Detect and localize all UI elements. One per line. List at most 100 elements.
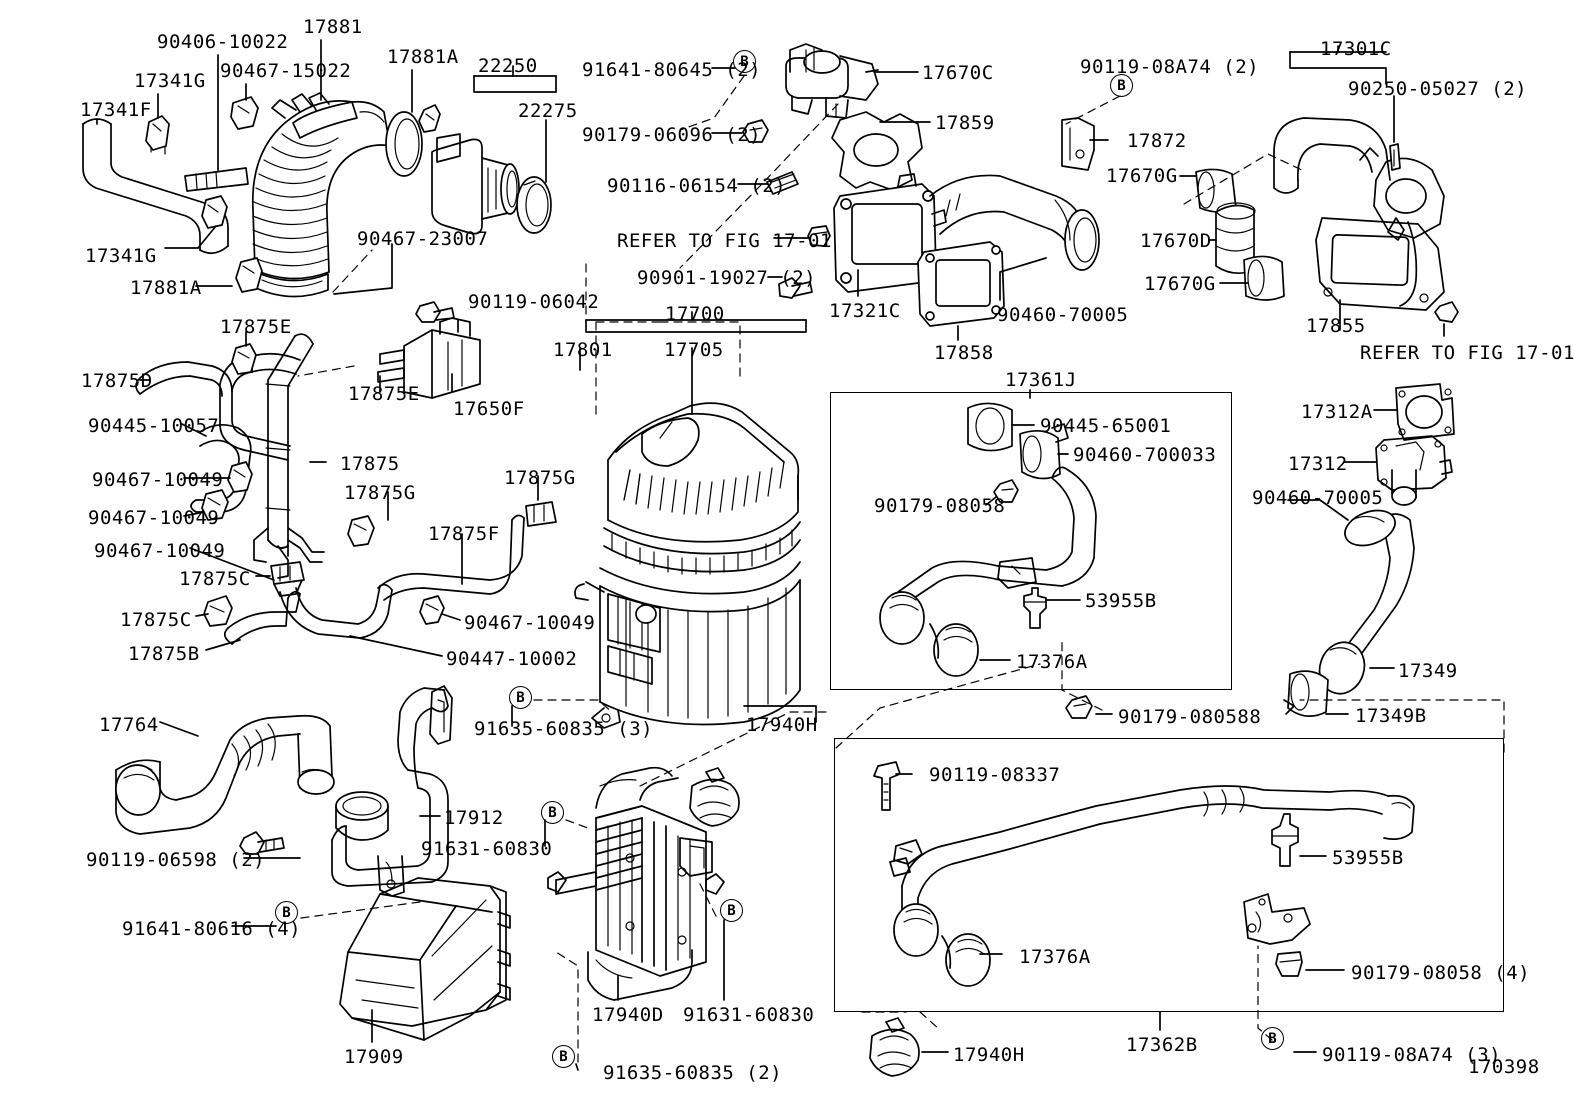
callout-90467-10049-2: 90467-10049: [88, 507, 220, 529]
callout-17881: 17881: [303, 16, 363, 38]
callout-17940H-upper: 17940H: [746, 714, 818, 736]
figure-number: 170398: [1468, 1056, 1540, 1078]
callout-17362B: 17362B: [1126, 1034, 1198, 1056]
badge-letter: B: [516, 689, 525, 706]
callout-17859: 17859: [935, 112, 995, 134]
callout-90250-05027: 90250-05027 (2): [1348, 78, 1528, 100]
callout-17872: 17872: [1127, 130, 1187, 152]
callout-90179-080588: 90179-080588: [1118, 706, 1262, 728]
callout-17875D: 17875D: [81, 370, 153, 392]
callout-22250: 22250: [478, 55, 538, 77]
callout-90119-08A74-2: 90119-08A74 (2): [1080, 56, 1260, 78]
badge-b: B: [541, 801, 564, 824]
badge-letter: B: [1268, 1030, 1277, 1047]
callout-90460-700033: 90460-700033: [1073, 444, 1217, 466]
callout-17312A: 17312A: [1301, 401, 1373, 423]
callout-90467-23007: 90467-23007: [357, 228, 489, 250]
badge-letter: B: [740, 53, 749, 70]
callout-17875F: 17875F: [428, 523, 500, 545]
callout-91635-60835-2: 91635-60835 (2): [603, 1062, 783, 1084]
callout-17341G-bot: 17341G: [85, 245, 157, 267]
callout-90116-06154: 90116-06154 (2): [607, 175, 787, 197]
callout-91635-60835-3: 91635-60835 (3): [474, 718, 654, 740]
callout-17875B: 17875B: [128, 643, 200, 665]
callout-17670D: 17670D: [1140, 230, 1212, 252]
callout-17650F: 17650F: [453, 398, 525, 420]
callout-90445-65001: 90445-65001: [1040, 415, 1172, 437]
callout-17875G-mid: 17875G: [344, 482, 416, 504]
callout-91641-80616: 91641-80616 (4): [122, 918, 302, 940]
group-box-17362B: [834, 738, 1504, 1012]
callout-17801: 17801: [553, 339, 613, 361]
callout-17321C: 17321C: [829, 300, 901, 322]
badge-b: B: [552, 1045, 575, 1068]
callout-17858: 17858: [934, 342, 994, 364]
callout-17349: 17349: [1398, 660, 1458, 682]
callout-refer-fig-17-01-right: REFER TO FIG 17-01: [1360, 342, 1575, 364]
callout-17341G-top: 17341G: [134, 70, 206, 92]
badge-letter: B: [282, 904, 291, 921]
badge-letter: B: [1117, 77, 1126, 94]
callout-17376A-upper: 17376A: [1016, 651, 1088, 673]
callout-17376A-lower: 17376A: [1019, 946, 1091, 968]
callout-17312: 17312: [1288, 453, 1348, 475]
callout-17855: 17855: [1306, 315, 1366, 337]
callout-17875C-2: 17875C: [120, 609, 192, 631]
callout-17705: 17705: [664, 339, 724, 361]
callout-17301C: 17301C: [1320, 38, 1392, 60]
badge-b: B: [720, 899, 743, 922]
callout-90406-10022: 90406-10022: [157, 31, 289, 53]
callout-17700: 17700: [665, 303, 725, 325]
callout-17764: 17764: [99, 714, 159, 736]
callout-17881A-bot: 17881A: [130, 277, 202, 299]
callout-17909: 17909: [344, 1046, 404, 1068]
callout-17875E-mid: 17875E: [348, 383, 420, 405]
callout-91641-80645: 91641-80645 (2): [582, 59, 762, 81]
callout-90467-15022: 90467-15022: [220, 60, 352, 82]
callout-17940H-lower: 17940H: [953, 1044, 1025, 1066]
callout-22275: 22275: [518, 100, 578, 122]
badge-letter: B: [548, 804, 557, 821]
callout-refer-fig-17-01-left: REFER TO FIG 17-01: [617, 230, 832, 252]
callout-90119-06042: 90119-06042: [468, 291, 600, 313]
callout-90901-19027: 90901-19027 (2): [637, 267, 817, 289]
callout-91631-60830-1: 91631-60830: [421, 838, 553, 860]
callout-17875E-top: 17875E: [220, 316, 292, 338]
callout-90119-06598: 90119-06598 (2): [86, 849, 266, 871]
group-box-17361J: [830, 392, 1232, 690]
callout-17875G-right: 17875G: [504, 467, 576, 489]
callout-91631-60830-2: 91631-60830: [683, 1004, 815, 1026]
callout-90467-10049-1: 90467-10049: [92, 469, 224, 491]
callout-17349B: 17349B: [1355, 705, 1427, 727]
callout-53955B-upper: 53955B: [1085, 590, 1157, 612]
callout-17341F: 17341F: [80, 99, 152, 121]
callout-17670G-lower: 17670G: [1144, 273, 1216, 295]
callout-17940D: 17940D: [592, 1004, 664, 1026]
callout-90179-08058-4: 90179-08058 (4): [1351, 962, 1531, 984]
callout-90119-08A74-3: 90119-08A74 (3): [1322, 1044, 1502, 1066]
badge-b: B: [1261, 1027, 1284, 1050]
callout-17670G-upper: 17670G: [1106, 165, 1178, 187]
callout-17875C-1: 17875C: [179, 568, 251, 590]
badge-letter: B: [727, 902, 736, 919]
callout-90445-10057: 90445-10057: [88, 415, 220, 437]
callout-90460-70005-top: 90460-70005: [997, 304, 1129, 326]
callout-90447-10002: 90447-10002: [446, 648, 578, 670]
callout-90119-08337: 90119-08337: [929, 764, 1061, 786]
callout-53955B-lower: 53955B: [1332, 847, 1404, 869]
callout-17361J: 17361J: [1005, 369, 1077, 391]
callout-90179-08058-1: 90179-08058: [874, 495, 1006, 517]
badge-b: B: [275, 901, 298, 924]
badge-b: B: [733, 50, 756, 73]
badge-b: B: [1110, 74, 1133, 97]
callout-90467-10049-3: 90467-10049: [94, 540, 226, 562]
callout-17881A: 17881A: [387, 46, 459, 68]
badge-b: B: [509, 686, 532, 709]
badge-letter: B: [559, 1048, 568, 1065]
callout-90460-70005-right: 90460-70005: [1252, 487, 1384, 509]
callout-90467-10049-4: 90467-10049: [464, 612, 596, 634]
callout-17670C: 17670C: [922, 62, 994, 84]
callout-17875: 17875: [340, 453, 400, 475]
